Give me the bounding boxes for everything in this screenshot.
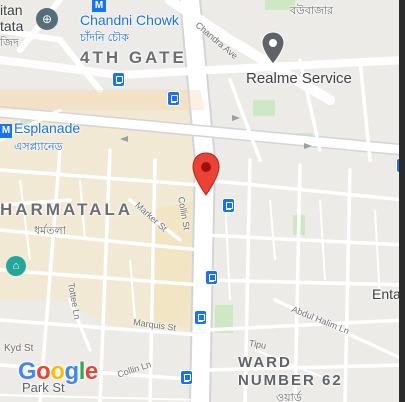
google-logo: Google xyxy=(18,358,98,385)
place-label-esplanade-bn: এসপ্ল্যানেড xyxy=(14,141,63,153)
place-label-chandni-chowk-bn: চাঁদনি চৌক xyxy=(80,32,129,44)
area-label-dharmatala: HARMATALA xyxy=(0,200,134,219)
area-label-dharmatala-bn: ধর্মতলা xyxy=(34,225,66,237)
street-label-kyd-st: Kyd St xyxy=(4,343,34,354)
street-label-park-st: Park St xyxy=(22,380,65,395)
metro-station-icon[interactable] xyxy=(167,91,180,106)
area-label-ward-bn: ওয়ার্ড xyxy=(276,392,302,402)
area-label-ward: WARD xyxy=(238,354,292,371)
metro-station-icon[interactable] xyxy=(222,198,235,213)
metro-station-icon[interactable] xyxy=(180,370,193,385)
place-label-esplanade[interactable]: Esplanade xyxy=(14,120,81,136)
place-label-top-left-2: tata xyxy=(0,18,24,34)
place-label-realme-service[interactable]: Realme Service xyxy=(246,70,352,87)
location-pin-icon[interactable] xyxy=(191,152,221,196)
area-label-4th-gate: 4TH GATE xyxy=(80,48,187,67)
metro-station-icon[interactable] xyxy=(112,72,125,87)
screen-edge xyxy=(399,0,405,402)
metro-badge-left[interactable]: M xyxy=(0,124,12,138)
metro-station-icon[interactable] xyxy=(194,310,207,325)
museum-icon[interactable]: ⊕ xyxy=(36,8,58,30)
place-label-enta: Enta xyxy=(372,286,401,302)
museum-icon[interactable]: ⌂ xyxy=(6,256,26,276)
place-label-chandni-chowk[interactable]: Chandni Chowk xyxy=(80,12,179,28)
place-label-top-left-1: itan xyxy=(0,2,23,18)
metro-station-icon[interactable] xyxy=(205,270,218,285)
area-label-number-62: NUMBER 62 xyxy=(238,372,343,389)
place-label-bowbazar-bn: বউবাজার xyxy=(290,5,334,17)
place-label-top-left-bn: জিদ xyxy=(0,37,19,49)
place-marker-icon[interactable] xyxy=(260,31,286,65)
metro-badge[interactable]: M xyxy=(92,0,106,12)
